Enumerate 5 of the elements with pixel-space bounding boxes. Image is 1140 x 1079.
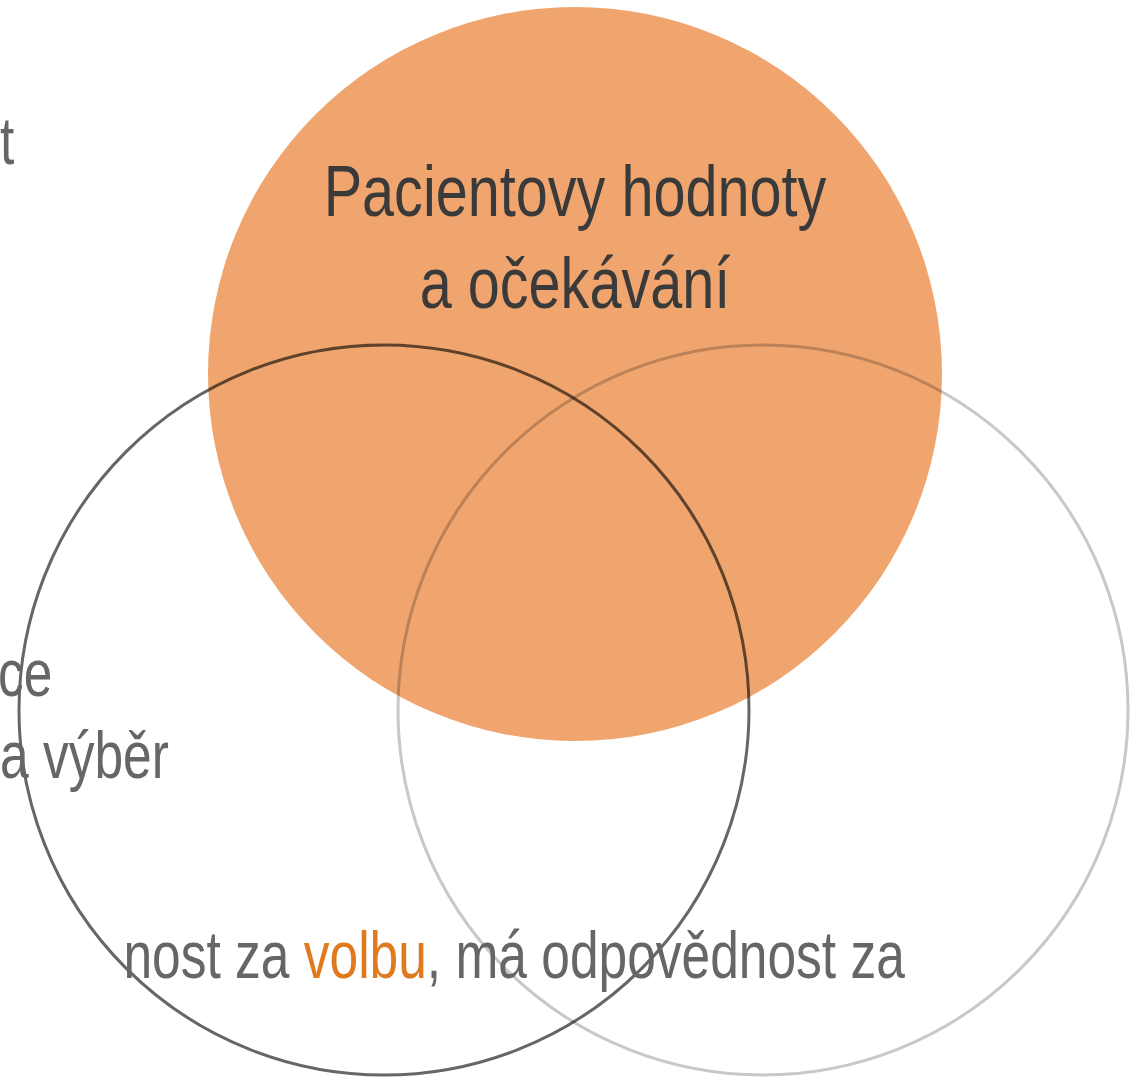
label-text: nost za: [123, 918, 290, 992]
circle-title: Pacientovy hodnoty a očekávání: [322, 150, 828, 325]
venn-circle: [208, 7, 942, 741]
label-text: volbu: [304, 918, 428, 992]
label-text: t: [0, 104, 15, 178]
